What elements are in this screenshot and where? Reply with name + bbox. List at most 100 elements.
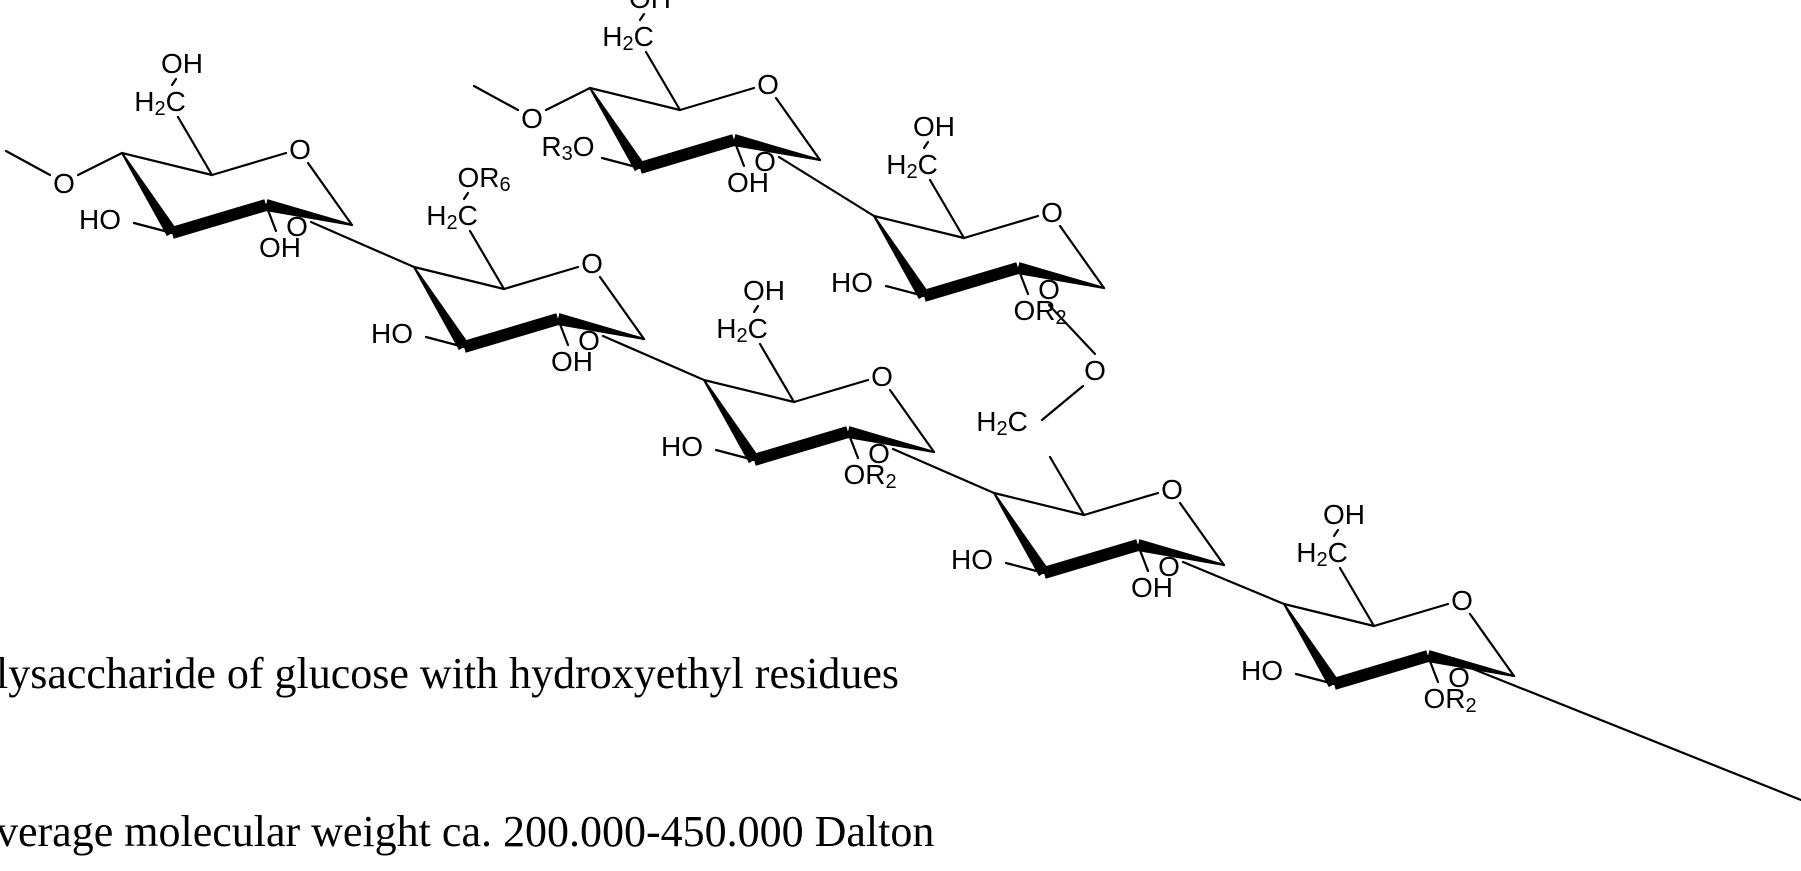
chain-bond xyxy=(544,86,592,112)
bond xyxy=(962,214,1040,240)
glycosidic-oxygen: O xyxy=(286,211,308,242)
bond xyxy=(992,491,1086,517)
ether-oxygen: O xyxy=(1084,355,1106,386)
bond xyxy=(774,96,822,162)
bond xyxy=(170,77,178,87)
bond xyxy=(462,191,470,201)
bond xyxy=(1048,455,1086,517)
bond xyxy=(1459,659,1516,678)
bond xyxy=(598,275,646,341)
hydroxyl-group: OH xyxy=(743,275,785,306)
bond xyxy=(678,86,756,112)
ring-oxygen: O xyxy=(289,134,311,165)
bond xyxy=(132,221,174,235)
bond xyxy=(556,317,570,347)
bond xyxy=(176,115,214,177)
bond xyxy=(1016,266,1030,296)
hydroxyl-group: OH xyxy=(727,167,769,198)
bond xyxy=(922,140,930,150)
bond xyxy=(412,265,506,291)
bond xyxy=(468,229,506,291)
chain-bond xyxy=(76,151,124,177)
ring-oxygen: O xyxy=(1451,585,1473,616)
bond xyxy=(792,378,870,404)
chain-stub xyxy=(4,149,52,177)
bond xyxy=(644,50,682,112)
chain-oxygen: O xyxy=(521,103,543,134)
bond xyxy=(714,448,756,462)
wedge-bond xyxy=(170,199,268,239)
glycosidic-link xyxy=(777,155,876,218)
bond xyxy=(1136,543,1150,573)
bond xyxy=(758,342,796,404)
glycosidic-oxygen: O xyxy=(868,438,890,469)
bond xyxy=(1332,528,1340,538)
glycosidic-oxygen: O xyxy=(578,325,600,356)
bond xyxy=(264,203,278,233)
chain-stub xyxy=(1471,667,1801,802)
wedge-bond xyxy=(993,492,1050,577)
glycosidic-link xyxy=(1047,303,1097,356)
glycosidic-oxygen: O xyxy=(754,146,776,177)
bond xyxy=(752,304,760,314)
bond xyxy=(1426,654,1440,684)
bond xyxy=(638,12,646,22)
wedge-bond xyxy=(462,313,560,353)
caption-molecular-weight: verage molecular weight ca. 200.000-450.… xyxy=(0,807,935,856)
ring-oxygen: O xyxy=(1041,197,1063,228)
glycosidic-oxygen: O xyxy=(1448,662,1470,693)
bond xyxy=(1338,566,1376,628)
glycosidic-link xyxy=(1181,560,1286,606)
bond xyxy=(1049,271,1106,290)
bond xyxy=(424,335,466,349)
wedge-bond xyxy=(922,262,1020,302)
bond xyxy=(928,178,966,240)
bond xyxy=(502,265,580,291)
bond xyxy=(120,151,214,177)
wedge-bond xyxy=(413,266,470,351)
ch2-linker: H2C xyxy=(976,406,1028,441)
bond xyxy=(872,214,966,240)
glycosidic-oxygen: O xyxy=(1038,274,1060,305)
chain-oxygen: O xyxy=(53,168,75,199)
wedge-bond xyxy=(1283,603,1340,688)
wedge-bond xyxy=(703,379,760,464)
ch2-group: H2C xyxy=(1296,537,1348,572)
bond xyxy=(884,284,926,298)
wedge-bond xyxy=(752,426,850,466)
hydroxyl-group: OH xyxy=(259,232,301,263)
bond xyxy=(888,388,936,454)
or2-group: OR2 xyxy=(843,459,896,494)
or6-group: OR6 xyxy=(457,162,510,197)
bond xyxy=(1372,602,1450,628)
wedge-bond xyxy=(121,152,178,237)
hydroxyl-group: OH xyxy=(913,111,955,142)
ch2-group: H2C xyxy=(426,200,478,235)
bond xyxy=(297,208,354,227)
glucose-unit-3: OH2COHR3OOHO xyxy=(541,0,822,198)
bond xyxy=(732,138,746,168)
wedge-bond xyxy=(873,215,930,300)
ring-oxygen: O xyxy=(1161,474,1183,505)
bond xyxy=(1058,224,1106,290)
ch2-group: H2C xyxy=(602,21,654,56)
hydroxyl-group: OH xyxy=(551,346,593,377)
hydroxyl-group: HO xyxy=(661,431,703,462)
bond xyxy=(210,151,288,177)
bond xyxy=(306,161,354,227)
bond xyxy=(702,378,796,404)
bond xyxy=(600,156,642,170)
bond xyxy=(1282,602,1376,628)
wedge-bond xyxy=(1042,539,1140,579)
bond xyxy=(765,143,822,162)
hydroxyl-group: HO xyxy=(79,204,121,235)
bond xyxy=(1169,548,1226,567)
ring-oxygen: O xyxy=(581,248,603,279)
bond xyxy=(1468,612,1516,678)
bond xyxy=(1294,672,1336,686)
hydroxyl-group: OH xyxy=(629,0,671,14)
